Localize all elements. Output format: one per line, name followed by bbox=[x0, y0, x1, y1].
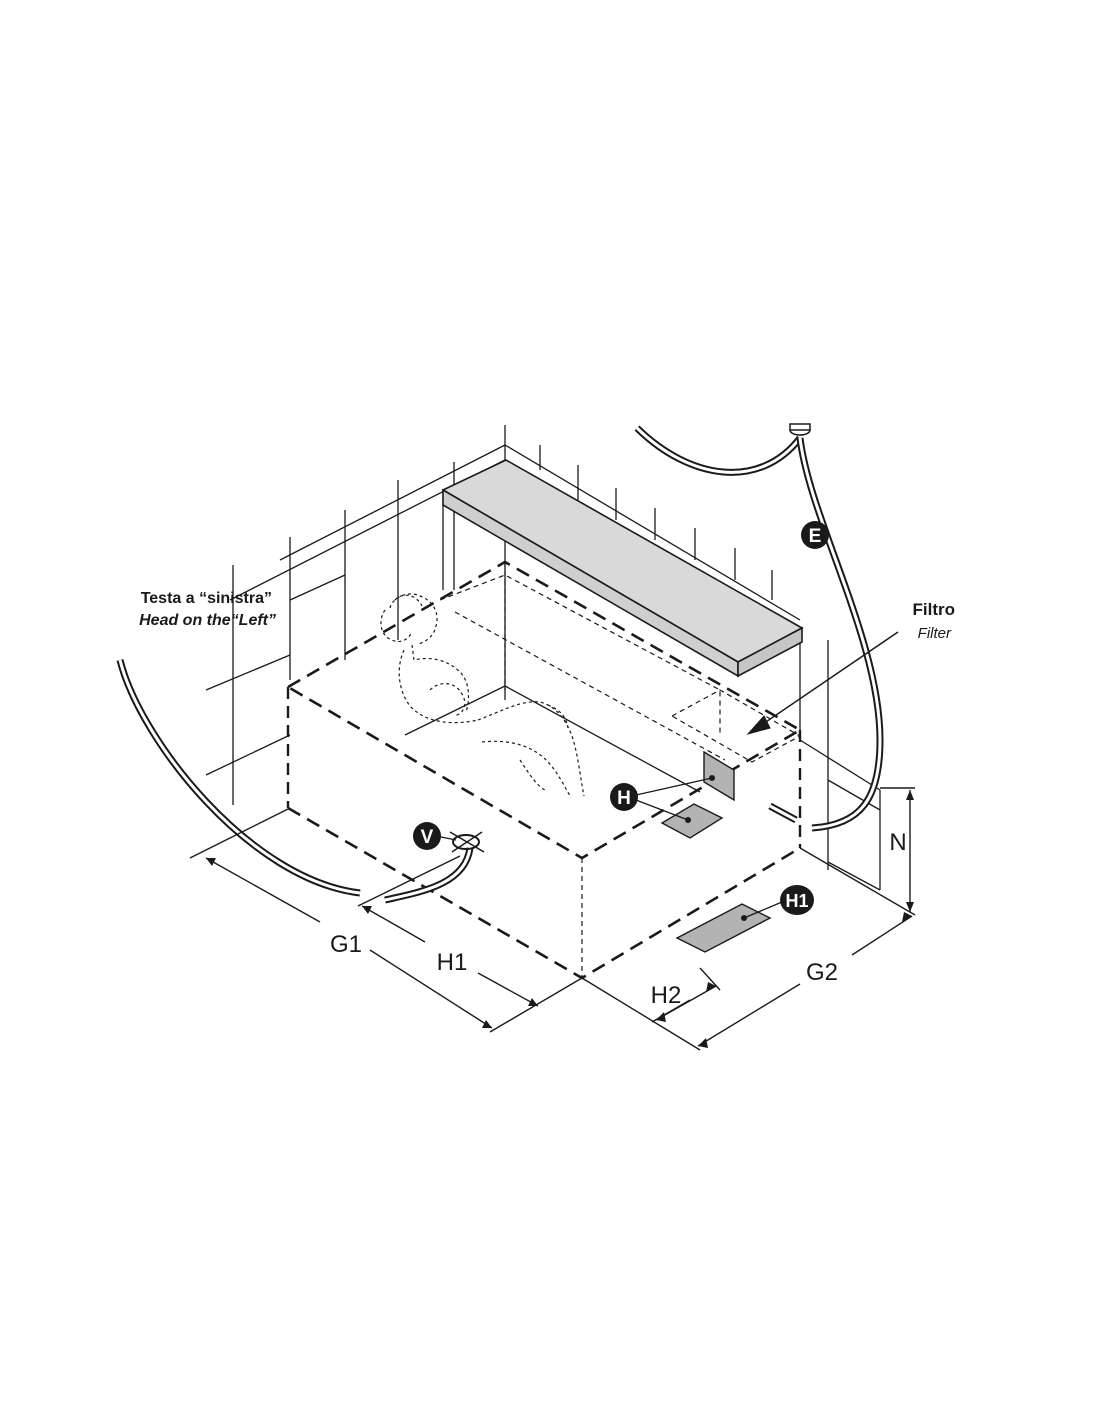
callout-e-text: E bbox=[809, 526, 822, 547]
filter-label-italian: Filtro bbox=[913, 600, 956, 619]
leader-dots bbox=[685, 775, 747, 921]
callout-v-text: V bbox=[421, 827, 434, 848]
callout-h1-text: H1 bbox=[785, 891, 808, 911]
dimension-lines bbox=[189, 787, 916, 1051]
filter-label-english: Filter bbox=[918, 625, 952, 642]
callout-h-text: H bbox=[617, 788, 631, 809]
dimension-arrowheads bbox=[206, 790, 914, 1048]
head-label-english: Head on the“Left” bbox=[139, 612, 276, 629]
pad-h1-floor bbox=[675, 903, 772, 953]
pipes bbox=[116, 423, 884, 904]
callout-e: E bbox=[801, 521, 829, 549]
connection-pads bbox=[660, 750, 772, 953]
pad-h-floor bbox=[660, 803, 724, 839]
pad-h-wall bbox=[703, 750, 735, 802]
head-label-italian: Testa a “sinistra” bbox=[141, 590, 272, 607]
filter-arrow bbox=[746, 631, 899, 735]
person-silhouette bbox=[380, 593, 585, 797]
dimension-g1-label: G1 bbox=[330, 931, 362, 958]
callout-h: H bbox=[610, 783, 638, 811]
callout-v: V bbox=[413, 822, 441, 850]
callout-h1: H1 bbox=[780, 885, 814, 915]
deck-panel bbox=[441, 459, 804, 678]
leader-lines bbox=[435, 777, 783, 919]
dimension-g2-label: G2 bbox=[806, 959, 838, 986]
dimension-h2-label: H2 bbox=[651, 982, 682, 1009]
drain-symbol bbox=[449, 831, 485, 853]
dimension-n-label: N bbox=[889, 829, 906, 856]
dimension-h1-label: H1 bbox=[437, 949, 468, 976]
